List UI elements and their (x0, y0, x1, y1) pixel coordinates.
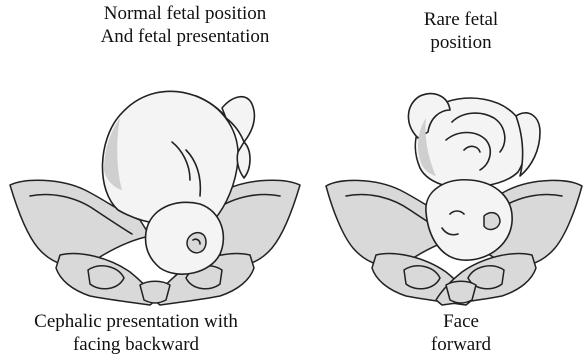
right-figure (326, 94, 582, 305)
left-figure (10, 91, 300, 305)
